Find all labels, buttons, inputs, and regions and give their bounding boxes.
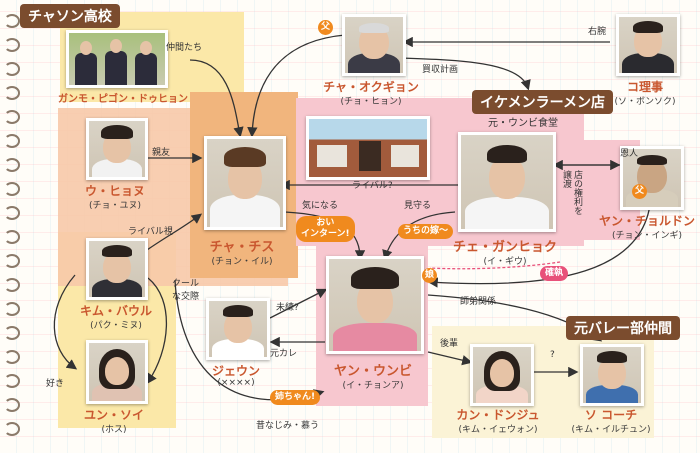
person-eunbi-photo xyxy=(326,256,424,354)
person-chis-name: チャ・チス xyxy=(209,240,275,255)
person-yang-photo xyxy=(620,146,684,210)
ramen-shop-photo xyxy=(306,116,430,180)
person-eunbi-reading: (イ・チョンア) xyxy=(342,381,404,391)
person-gangyuk-photo xyxy=(458,132,556,232)
person-coach-reading: (キム・イルチュン) xyxy=(571,425,651,435)
bubble-sister: 姉ちゃん! xyxy=(270,390,321,405)
person-chis-photo xyxy=(204,136,286,230)
person-soi-reading: (ホス) xyxy=(101,425,127,435)
group-school-title: チャソン高校 xyxy=(20,4,120,28)
person-uhyona-name: ウ・ヒョヌ xyxy=(84,184,145,198)
bubble-my-bride: うちの嫁〜 xyxy=(398,224,454,239)
rel-rival: ライバル? xyxy=(352,181,393,191)
person-uhyona-reading: (チョ・ユヌ) xyxy=(88,201,142,211)
person-geun-photo xyxy=(206,298,270,360)
person-soi-photo xyxy=(86,340,148,404)
person-kim-reading: (パク・ミヌ) xyxy=(90,321,142,331)
rel-buyout: 買収計画 xyxy=(422,65,459,75)
group-volley-title: 元バレー部仲間 xyxy=(566,316,680,340)
bubble-conflict: 確執 xyxy=(540,266,569,281)
rel-shop-transfer: 店の権利を譲渡 xyxy=(561,170,582,215)
person-uhyona-photo xyxy=(86,118,148,180)
person-dongju-photo xyxy=(470,344,534,406)
rel-rival-eye: ライバル視 xyxy=(128,227,173,237)
notebook-binding xyxy=(0,0,22,453)
rel-cool-dating: クールな交際 xyxy=(172,279,200,302)
rel-benefactor: 恩人 xyxy=(620,149,639,159)
person-oggyun-name: チャ・オクギョン xyxy=(323,80,419,94)
person-geun-reading: (××××) xyxy=(217,378,255,388)
person-gangyuk-reading: (イ・ギウ) xyxy=(483,257,527,267)
rel-right-arm: 右腕 xyxy=(588,27,607,37)
person-dongju-name: カン・ドンジュ xyxy=(456,408,540,422)
rel-mentor: 師弟関係 xyxy=(460,297,497,307)
person-kim-photo xyxy=(86,238,148,300)
rel-watch-over: 見守る xyxy=(404,201,432,211)
bubble-intern: おい インターン! xyxy=(296,216,355,242)
person-coach-photo xyxy=(580,344,644,406)
rel-best-friend: 親友 xyxy=(152,148,171,158)
shop-subtitle: 元・ウンビ食堂 xyxy=(488,118,558,129)
person-dongju-reading: (キム・イェウォン) xyxy=(458,425,538,435)
rel-ex: 元カレ xyxy=(270,349,298,359)
school-trio-photo xyxy=(66,30,168,88)
rel-father-badge-2: 父 xyxy=(632,184,647,199)
person-yang-reading: (チョン・インギ) xyxy=(611,231,683,241)
person-coach-name: ソ コーチ xyxy=(584,408,638,422)
person-oggyun-photo xyxy=(342,14,406,76)
rel-lingering: 未練? xyxy=(276,303,299,313)
rel-question: ? xyxy=(550,350,555,360)
rel-father-badge: 父 xyxy=(318,20,333,35)
rel-junior: 後輩 xyxy=(440,339,459,349)
rel-childhood: 昔なじみ・慕う xyxy=(256,421,320,431)
person-gangyuk-name: チェ・ガンヒョク xyxy=(452,240,557,255)
person-chis-reading: (チョン・イル) xyxy=(211,257,273,267)
person-gang-name: ガンモ・ピゴン・ドゥヒョン xyxy=(58,94,188,105)
rel-daughter-badge: 娘 xyxy=(422,268,437,283)
person-ko-name: コ理事 xyxy=(626,80,663,94)
person-yang-name: ヤン・チョルドン xyxy=(598,214,695,228)
person-oggyun-reading: (チョ・ヒョン) xyxy=(340,97,402,107)
person-soi-name: ユン・ソイ xyxy=(83,408,144,422)
rel-nakama: 仲間たち xyxy=(166,43,203,53)
rel-interested: 気になる xyxy=(302,201,339,211)
person-ko-photo xyxy=(616,14,680,76)
person-kim-name: キム・バウル xyxy=(79,304,152,318)
person-geun-name: ジェウン xyxy=(211,364,260,378)
rel-like: 好き xyxy=(46,379,65,389)
person-eunbi-name: ヤン・ウンビ xyxy=(333,364,412,379)
person-ko-reading: (ソ・ボンソク) xyxy=(614,97,676,107)
group-ramen-title: イケメンラーメン店 xyxy=(472,90,614,114)
